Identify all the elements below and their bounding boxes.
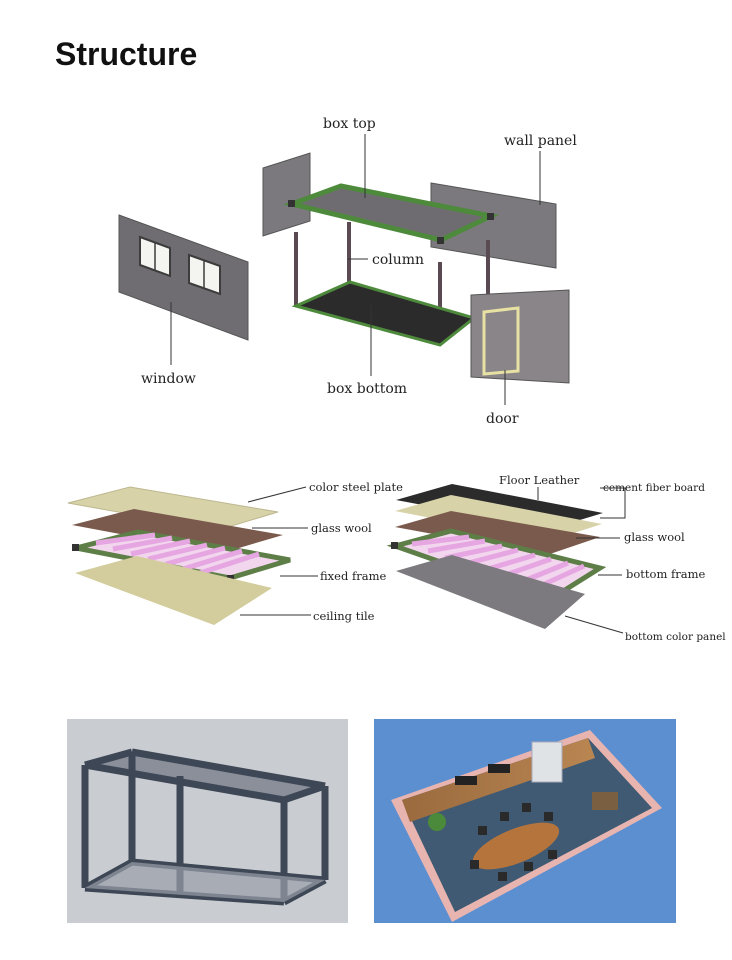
steel-frame-photo [67, 719, 348, 923]
exploded-container-view: box top wall panel column window box bot… [119, 116, 577, 427]
label-box-top: box top [323, 116, 376, 132]
interior-layout-photo [374, 719, 676, 923]
label-bottom-frame: bottom frame [626, 567, 706, 581]
label-roof-glass-wool: glass wool [311, 521, 372, 535]
label-color-steel-plate: color steel plate [309, 480, 403, 494]
label-door: door [486, 411, 519, 427]
label-floor-leather: Floor Leather [499, 473, 580, 487]
label-fixed-frame: fixed frame [320, 569, 386, 583]
door-panel [471, 290, 569, 383]
label-wall-panel: wall panel [504, 133, 577, 149]
floor-layers-diagram: Floor Leather cement fiber board glass w… [391, 473, 726, 643]
label-floor-glass-wool: glass wool [624, 530, 685, 544]
label-ceiling-tile: ceiling tile [313, 609, 375, 623]
back-end-panel [263, 153, 310, 236]
label-window: window [141, 371, 196, 387]
label-cement-fiber-board: cement fiber board [603, 482, 705, 494]
label-column: column [372, 252, 424, 268]
box-bottom [296, 282, 474, 345]
label-box-bottom: box bottom [327, 381, 407, 397]
window-wall-panel [119, 215, 248, 340]
roof-layers-diagram: color steel plate glass wool fixed frame… [68, 480, 403, 625]
label-bottom-color-panel: bottom color panel [625, 631, 726, 643]
